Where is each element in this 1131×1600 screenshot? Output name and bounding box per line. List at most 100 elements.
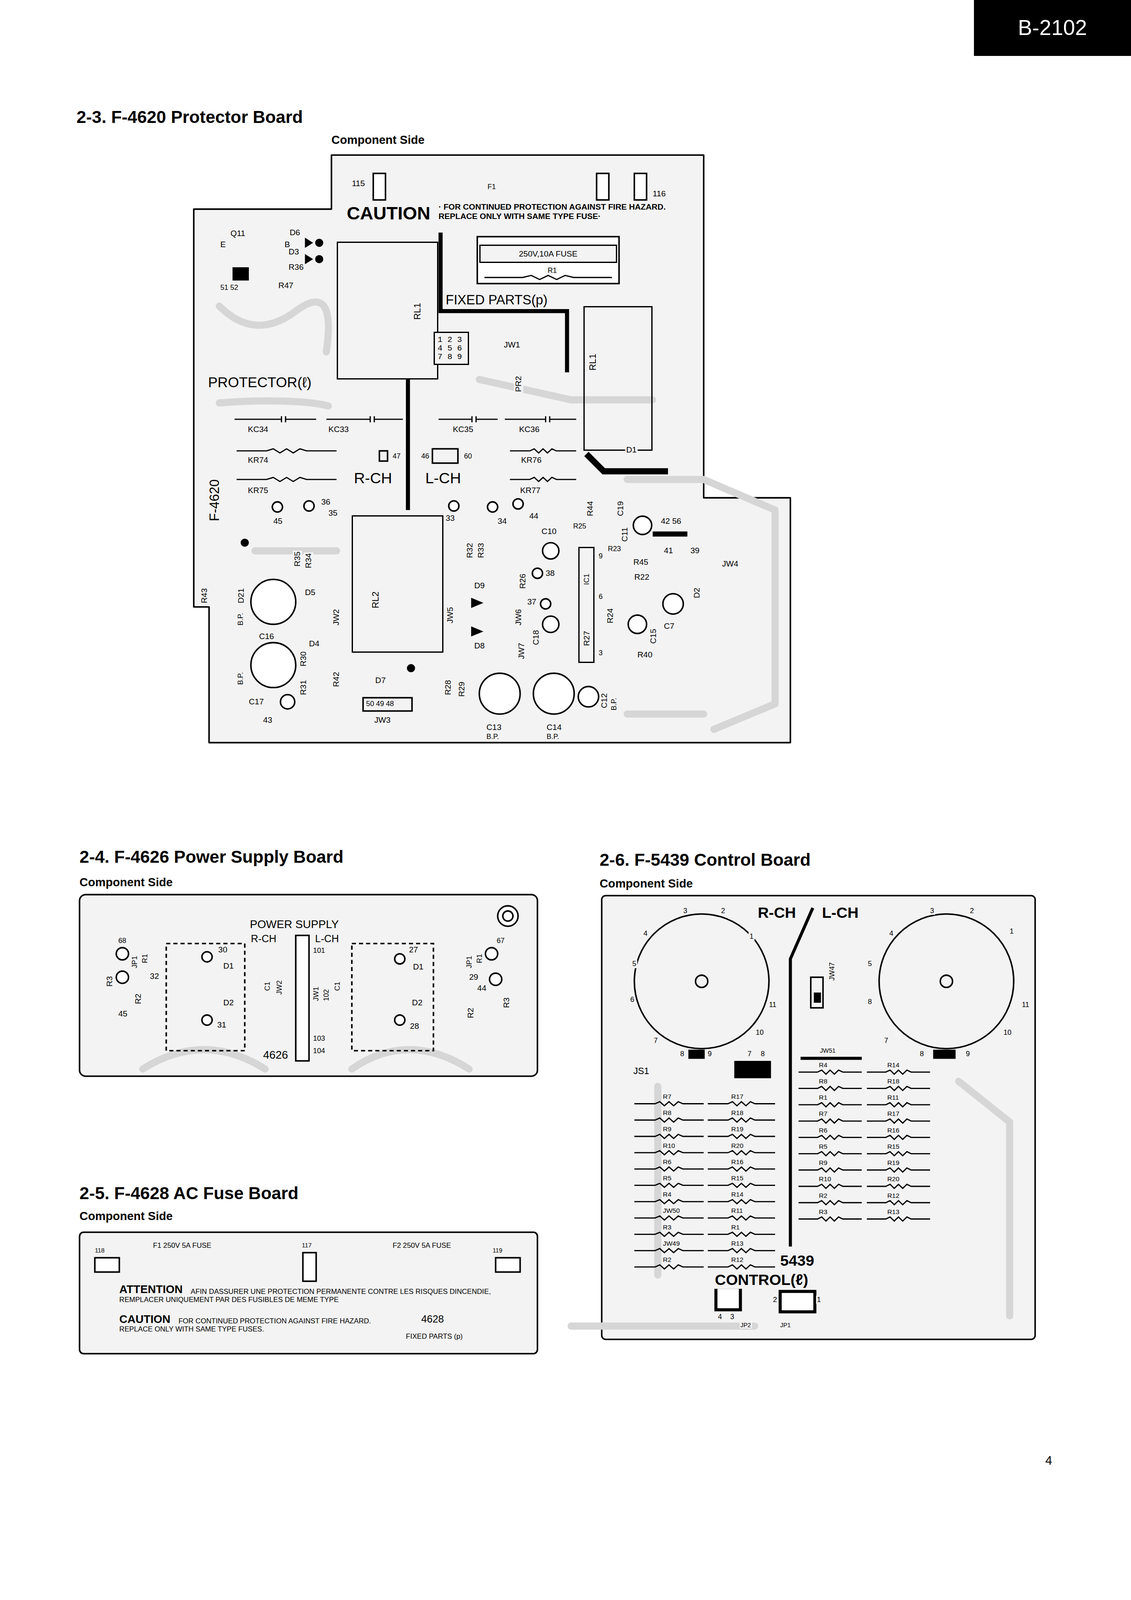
board-label: R15: [730, 1174, 744, 1182]
board-label: L-CH: [821, 903, 860, 922]
component-outline: [351, 943, 434, 1051]
board-label: R12: [886, 1191, 901, 1200]
solder-pad: [116, 970, 129, 984]
resistor-symbol: [866, 1086, 930, 1091]
board-label: 7: [652, 1036, 659, 1045]
board-label: CAUTION: [118, 1312, 172, 1326]
fuse-clip: [94, 1257, 120, 1272]
board-label: R1: [730, 1223, 741, 1231]
copper-trace: [479, 379, 653, 400]
board-label: R27: [582, 629, 592, 647]
board-label: R33: [476, 542, 486, 559]
board-label: 32: [148, 971, 160, 981]
board-label: D1: [222, 961, 235, 971]
solder-pad: [485, 947, 498, 960]
resistor-symbol: [798, 1069, 862, 1075]
resistor-symbol: [510, 477, 577, 482]
resistor-symbol: [798, 1183, 862, 1189]
board-label: 34: [496, 516, 508, 526]
resistor-symbol: [707, 1199, 776, 1204]
resistor-symbol: [866, 1135, 930, 1140]
board-outline: [601, 895, 1036, 1339]
board-label: 3: [729, 1312, 735, 1321]
copper-trace: [627, 710, 704, 718]
board-label: 7: [746, 1049, 753, 1058]
resistor-symbol: [707, 1215, 776, 1220]
board-label: R1: [475, 953, 484, 964]
board-label: 27: [408, 944, 419, 955]
board-label: D1: [412, 961, 425, 972]
board-label: D5: [303, 587, 316, 598]
board-label: R5: [661, 1174, 673, 1182]
board-label: R-CH: [756, 903, 797, 922]
board-label: R15: [886, 1142, 901, 1151]
component-body: [406, 664, 415, 673]
solder-pad: [272, 501, 283, 513]
board-label: R3: [661, 1223, 673, 1231]
board-label: 11: [1020, 1000, 1030, 1009]
jumper-pad: [715, 1287, 815, 1312]
board-label: D8: [473, 641, 486, 651]
board-label: R28: [443, 679, 453, 696]
board-label: R1: [818, 1093, 829, 1102]
board-label: Q11: [229, 228, 247, 239]
board-label: KC34: [247, 424, 270, 435]
board-outline: [193, 154, 791, 743]
capacitor-symbol: [578, 686, 599, 707]
board-label: R7: [818, 1109, 829, 1118]
board-label: R2: [661, 1255, 673, 1264]
board-label: C11: [620, 526, 630, 543]
solder-pad: [280, 694, 295, 709]
board-label: CONTROL(ℓ): [714, 1270, 810, 1289]
jumper-pad: [780, 1291, 815, 1312]
resistor-symbol: [866, 1216, 930, 1222]
board-label: 10: [1002, 1028, 1013, 1037]
board-label: 2: [968, 906, 975, 915]
board-label: B.P.: [545, 732, 560, 741]
copper-trace: [654, 1086, 662, 1275]
board-label: 118: [93, 1246, 106, 1254]
board-label: KR76: [520, 455, 543, 465]
partition-line: [586, 453, 668, 472]
board-label: C15: [648, 627, 659, 645]
board-label: KC36: [518, 424, 541, 435]
component-body: [304, 237, 313, 248]
board-label: R34: [303, 552, 314, 569]
board-label: E: [219, 239, 227, 250]
board-outline: [79, 154, 1035, 1354]
capacitor-symbol: [533, 673, 575, 715]
board-label: R9: [661, 1125, 673, 1133]
resistor-symbol: [798, 1216, 862, 1222]
board-label: F2 250V 5A FUSE: [391, 1241, 452, 1250]
board-label: R7: [661, 1092, 673, 1101]
board-label: 43: [262, 715, 274, 725]
copper-trace: [219, 301, 329, 352]
board-label: 1: [816, 1295, 822, 1304]
resistor-symbol: [798, 1135, 862, 1140]
board-label: JW2: [275, 979, 284, 996]
board-label: R47: [277, 280, 295, 291]
resistor-symbol: [707, 1264, 776, 1269]
board-heading: RL1: [412, 302, 423, 320]
component-body: [471, 626, 484, 637]
solder-pad: [201, 1014, 213, 1026]
board-label: C14: [545, 722, 563, 732]
copper-trace: [219, 400, 329, 406]
component-outline: [166, 943, 245, 1051]
connector-grid: 1 2 3 4 5 6 7 8 9: [433, 331, 470, 366]
resistor-symbol: [866, 1167, 930, 1172]
board-label: FIXED PARTS(p): [444, 292, 549, 308]
board-subheading: Component Side: [599, 876, 693, 891]
board-label: B.P.: [609, 696, 618, 711]
board-label: 9: [706, 1049, 713, 1058]
solder-pad: [303, 500, 315, 511]
protector-board: 2-3. F-4620 Protector BoardComponent Sid…: [71, 102, 798, 750]
board-label: JW1: [311, 985, 321, 1002]
resistor-symbol: [634, 1232, 704, 1237]
board-label: 36: [320, 497, 332, 507]
board-label: R4: [661, 1190, 673, 1199]
board-label: 9: [964, 1049, 971, 1058]
board-label: R6: [661, 1157, 673, 1166]
